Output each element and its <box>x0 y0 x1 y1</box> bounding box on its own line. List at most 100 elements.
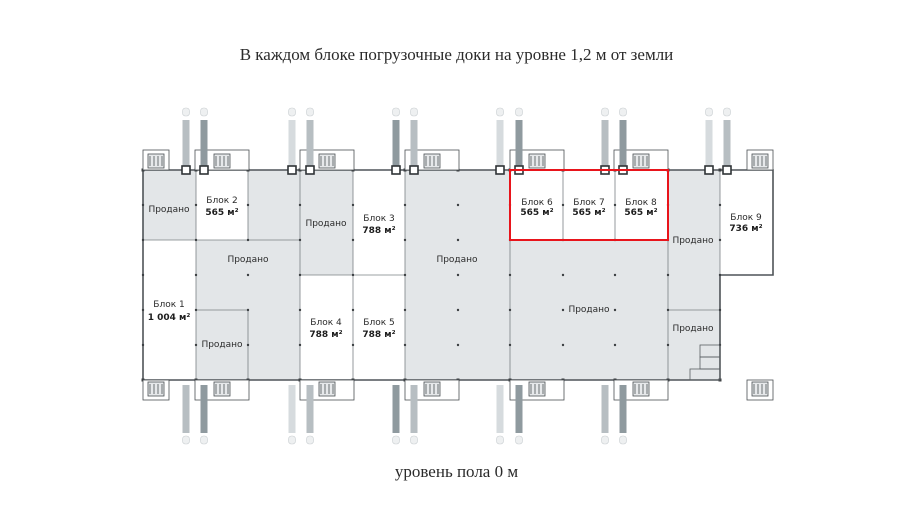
loading-docks <box>181 107 732 445</box>
dock-leveler <box>182 435 190 445</box>
sold-zone[interactable] <box>300 170 353 275</box>
column-dot <box>298 343 302 347</box>
block-2-area-value: 565 м² <box>205 208 238 218</box>
column-dot <box>351 308 355 312</box>
column-dot <box>298 308 302 312</box>
column-dot <box>613 203 617 207</box>
dock-tower <box>601 120 609 166</box>
dock-door <box>305 165 315 175</box>
column-dot <box>508 343 512 347</box>
column-dot <box>456 308 460 312</box>
column-dot <box>351 238 355 242</box>
block-4-area-value: 788 м² <box>309 330 342 340</box>
column-dot <box>194 343 198 347</box>
caption-loading-docks: В каждом блоке погрузочные доки на уровн… <box>239 45 674 64</box>
dock-leveler <box>723 107 731 117</box>
block-2-area[interactable] <box>196 170 248 240</box>
dock-leveler <box>705 107 713 117</box>
dock-leveler <box>200 435 208 445</box>
dock-leveler <box>392 107 400 117</box>
column-dot <box>194 308 198 312</box>
block-4-area[interactable] <box>300 275 353 380</box>
sold-label: Продано <box>305 219 347 229</box>
dock-tower <box>619 385 627 433</box>
block-7-area[interactable] <box>563 170 615 240</box>
column-dot <box>194 273 198 277</box>
block-3-area[interactable] <box>353 170 405 275</box>
dock-tower <box>392 120 400 166</box>
block-6-name: Блок 6 <box>521 198 553 208</box>
dock-door <box>409 165 419 175</box>
column-dot <box>561 273 565 277</box>
block-7-area-value: 565 м² <box>572 208 605 218</box>
dock-leveler <box>306 435 314 445</box>
highlight-blocks-6-8[interactable] <box>509 169 669 241</box>
dock-leveler <box>515 435 523 445</box>
sold-label: Продано <box>227 255 269 265</box>
column-dot <box>246 308 250 312</box>
dock-tower <box>723 120 731 166</box>
dock-door <box>391 165 401 175</box>
dock-tower <box>200 385 208 433</box>
stair-icon <box>213 153 231 169</box>
column-dot <box>298 238 302 242</box>
sold-zone[interactable] <box>510 240 668 380</box>
dock-tower <box>182 120 190 166</box>
sold-zone[interactable] <box>248 170 300 240</box>
block-1-name: Блок 1 <box>153 300 184 310</box>
block-6-area[interactable] <box>510 170 563 240</box>
column-dot <box>194 203 198 207</box>
dock-tower <box>288 385 296 433</box>
stair-icon <box>318 381 336 397</box>
block-1-area[interactable] <box>143 240 196 380</box>
block-8-area-value: 565 м² <box>624 208 657 218</box>
dock-leveler <box>619 107 627 117</box>
column-dot <box>246 203 250 207</box>
sold-zone[interactable] <box>668 170 720 380</box>
column-dot <box>403 203 407 207</box>
column-dot <box>456 273 460 277</box>
dock-leveler <box>288 107 296 117</box>
block-9-area[interactable] <box>720 170 773 275</box>
column-dot <box>403 238 407 242</box>
sold-zone[interactable] <box>143 170 196 240</box>
column-dot <box>246 343 250 347</box>
block-5-area[interactable] <box>353 275 405 380</box>
dock-tower <box>306 385 314 433</box>
sold-label: Продано <box>568 305 610 315</box>
sold-label: Продано <box>672 324 714 334</box>
dock-leveler <box>410 107 418 117</box>
block-6-area-value: 565 м² <box>520 208 553 218</box>
column-dot <box>561 308 565 312</box>
dock-tower <box>182 385 190 433</box>
stair-icon <box>423 381 441 397</box>
dock-tower <box>515 385 523 433</box>
dock-leveler <box>496 435 504 445</box>
service-rooms <box>689 344 721 381</box>
dock-tower <box>496 385 504 433</box>
stair-icon <box>318 153 336 169</box>
block-4-name: Блок 4 <box>310 318 342 328</box>
column-dot <box>718 238 722 242</box>
dock-tower <box>200 120 208 166</box>
column-dot <box>141 238 145 242</box>
column-dot <box>298 203 302 207</box>
block-8-area[interactable] <box>615 170 668 240</box>
sold-label: Продано <box>201 340 243 350</box>
stair-icon <box>213 381 231 397</box>
column-dot <box>141 273 145 277</box>
column-dot <box>141 343 145 347</box>
column-dot <box>456 343 460 347</box>
column-dot <box>666 343 670 347</box>
dock-leveler <box>515 107 523 117</box>
column-dot <box>718 203 722 207</box>
column-dot <box>613 273 617 277</box>
column-dot <box>246 238 250 242</box>
block-5-name: Блок 5 <box>363 318 394 328</box>
column-dot <box>508 308 512 312</box>
column-dot <box>141 203 145 207</box>
column-dot <box>666 308 670 312</box>
column-dot <box>718 273 722 277</box>
dock-leveler <box>182 107 190 117</box>
